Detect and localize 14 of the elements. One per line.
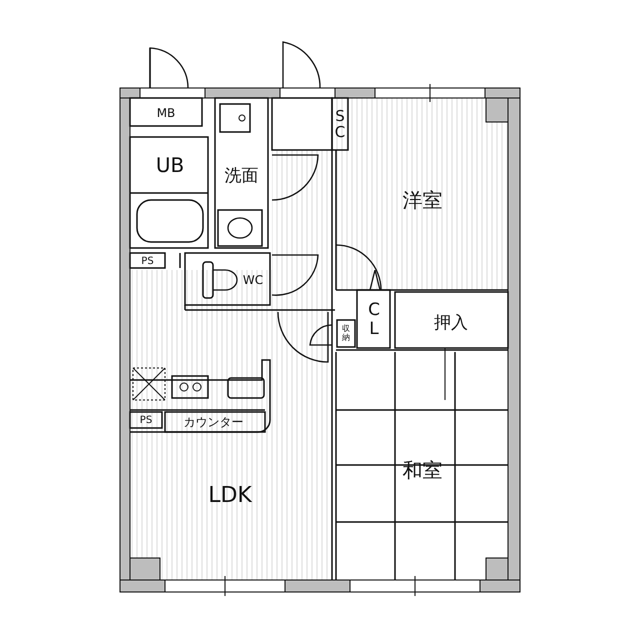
room-label: 収納 (342, 324, 350, 342)
room-label: LDK (208, 482, 252, 508)
room-label: PS (141, 256, 154, 266)
room-label: SC (334, 108, 346, 140)
room-label: MB (156, 106, 176, 120)
room-label: 洋室 (402, 186, 442, 214)
room-label: カウンター (184, 414, 244, 430)
room-label: UB (156, 153, 184, 177)
room-label: 洗面 (224, 164, 258, 186)
room-label: 和室 (402, 456, 442, 484)
room-label: PS (140, 414, 152, 426)
room-label: CL (367, 301, 381, 339)
room-label: 押入 (434, 312, 468, 334)
room-label: WC (242, 273, 264, 287)
